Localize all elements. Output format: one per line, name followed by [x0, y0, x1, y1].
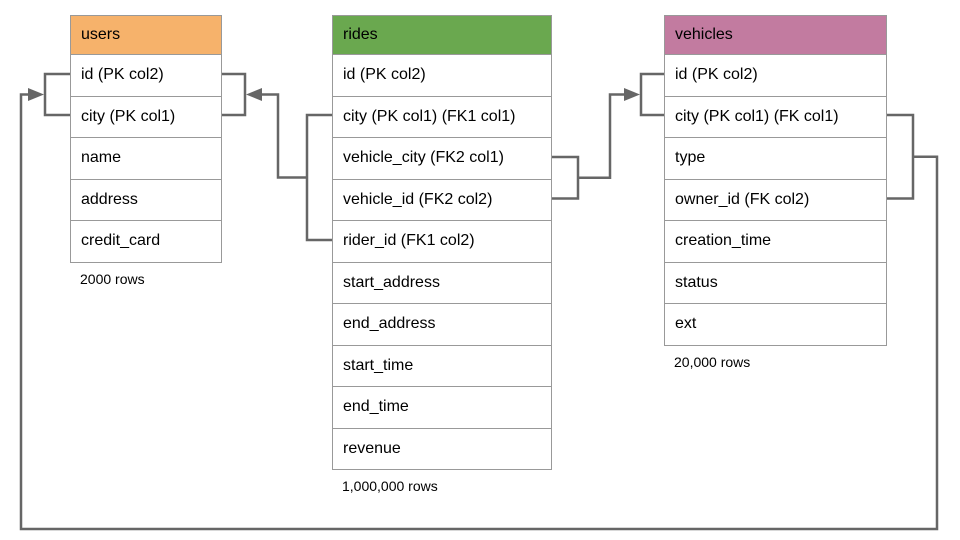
fk-rides-users-line: [260, 93, 307, 179]
table-vehicles-box: vehicles id (PK col2) city (PK col1) (FK…: [664, 15, 887, 346]
table-row: city (PK col1): [71, 95, 221, 137]
table-row: vehicle_id (FK2 col2): [333, 178, 551, 220]
table-users-title: users: [81, 26, 121, 43]
fk-rides-users-connector: [222, 72, 332, 242]
table-row: rider_id (FK1 col2): [333, 220, 551, 262]
table-row: address: [71, 178, 221, 220]
rides-right-bracket: [552, 155, 580, 200]
table-row: status: [665, 261, 886, 303]
vehicles-right-bracket: [887, 113, 915, 200]
table-row: name: [71, 137, 221, 179]
users-left-bracket: [43, 72, 70, 117]
users-row-count-label: 2000 rows: [80, 270, 145, 287]
table-vehicles-title: vehicles: [675, 26, 733, 43]
table-row: end_address: [333, 303, 551, 345]
fk-vehicles-users-line: [19, 93, 939, 531]
vehicles-row-count-label: 20,000 rows: [674, 353, 751, 370]
table-row: credit_card: [71, 220, 221, 262]
table-row: owner_id (FK col2): [665, 178, 886, 220]
table-users-box: users id (PK col2) city (PK col1) name a…: [70, 15, 222, 263]
table-rides-header: rides: [333, 16, 551, 54]
table-row: vehicle_city (FK2 col1): [333, 137, 551, 179]
arrowhead-into-vehicles-left: [624, 88, 640, 101]
table-row: city (PK col1) (FK1 col1): [333, 95, 551, 137]
table-vehicles: vehicles id (PK col2) city (PK col1) (FK…: [664, 15, 887, 370]
table-row: start_time: [333, 344, 551, 386]
table-row: ext: [665, 303, 886, 345]
table-row: start_address: [333, 261, 551, 303]
table-row: type: [665, 137, 886, 179]
fk-rides-vehicles-connector: [552, 72, 664, 200]
table-row: creation_time: [665, 220, 886, 262]
table-users-header: users: [71, 16, 221, 54]
rides-row-count-label: 1,000,000 rows: [342, 478, 438, 494]
arrowhead-into-users-right: [246, 88, 262, 101]
table-row: end_time: [333, 386, 551, 428]
table-users: users id (PK col2) city (PK col1) name a…: [70, 15, 222, 287]
users-right-bracket: [222, 72, 247, 117]
table-row: revenue: [333, 427, 551, 469]
table-row: id (PK col2): [333, 54, 551, 96]
table-rides-title: rides: [343, 26, 378, 43]
table-vehicles-header: vehicles: [665, 16, 886, 54]
table-row: id (PK col2): [665, 54, 886, 96]
rides-left-bracket: [305, 113, 332, 242]
table-row: id (PK col2): [71, 54, 221, 96]
vehicles-left-bracket: [639, 72, 664, 117]
fk-vehicles-users-connector: [19, 72, 939, 531]
table-rides: rides id (PK col2) city (PK col1) (FK1 c…: [332, 15, 552, 494]
arrowhead-into-users-left: [28, 88, 44, 101]
fk-rides-vehicles-line: [578, 93, 626, 179]
table-rides-box: rides id (PK col2) city (PK col1) (FK1 c…: [332, 15, 552, 470]
table-row: city (PK col1) (FK col1): [665, 95, 886, 137]
